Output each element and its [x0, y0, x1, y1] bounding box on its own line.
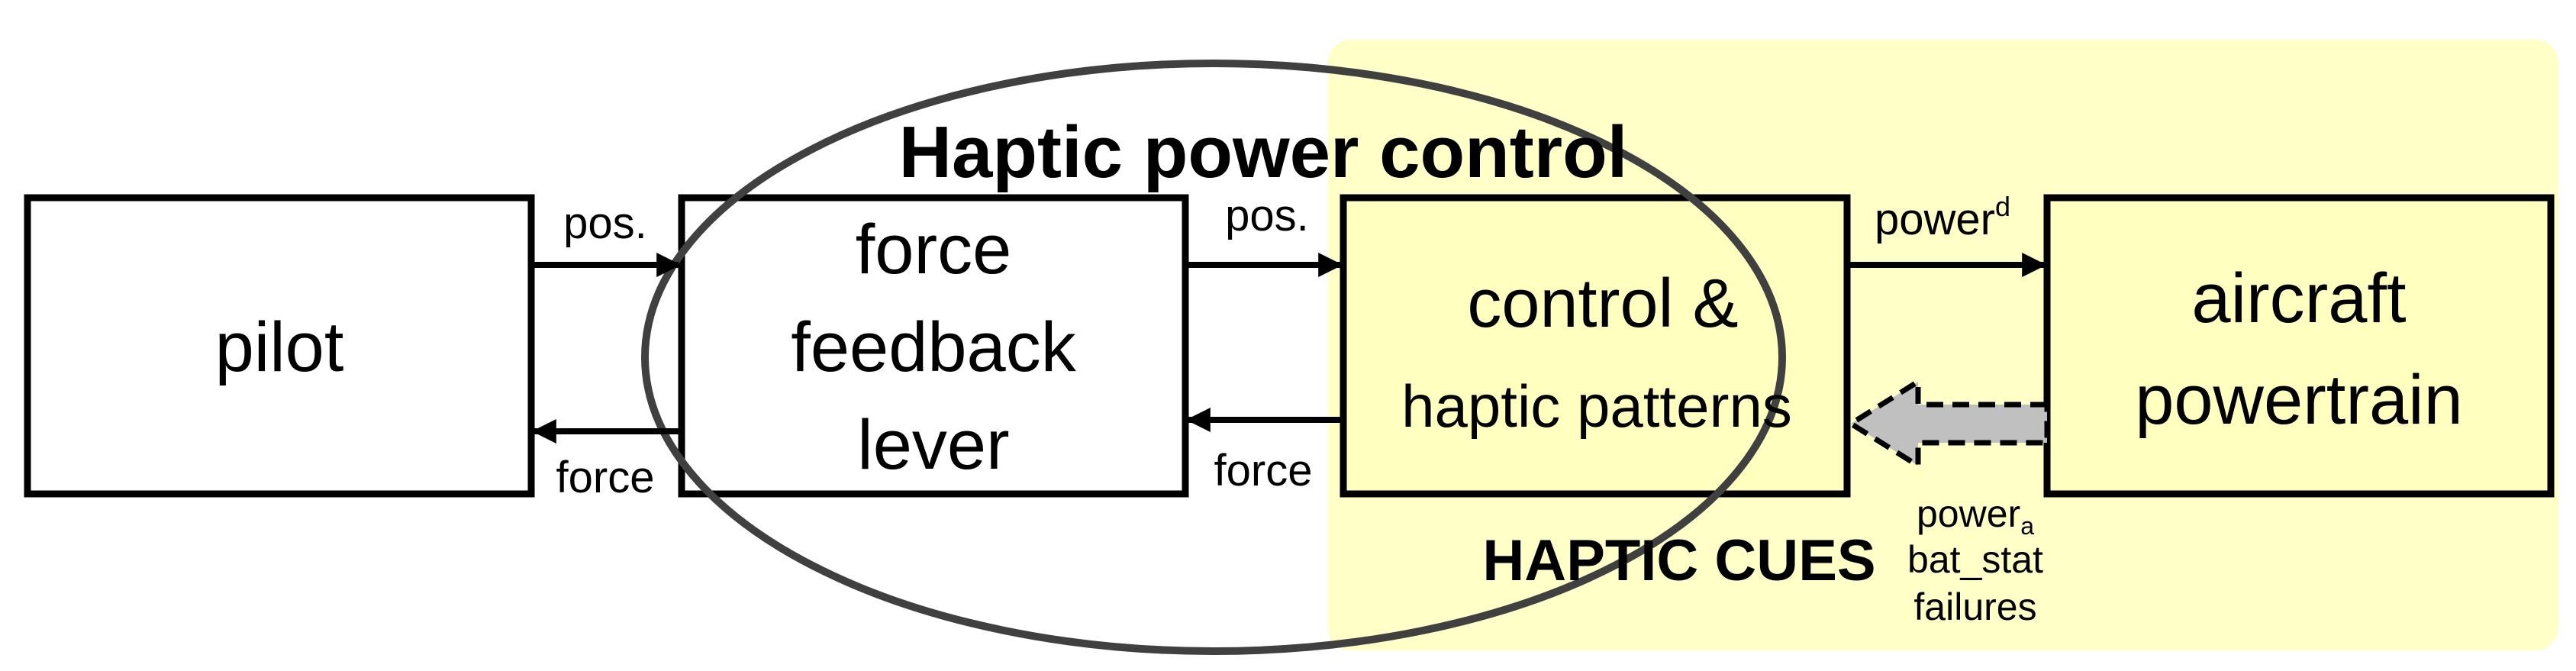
- lever-to-control-pos-label: pos.: [1225, 191, 1309, 240]
- force-feedback-lever-block: [678, 194, 1189, 498]
- lever-label-line-1: force: [856, 211, 1012, 289]
- pilot-block: [24, 194, 535, 498]
- aircraft-label-line-2: powertrain: [2135, 361, 2463, 439]
- failures-label: failures: [1913, 586, 2036, 628]
- control-label-line-1: control &: [1467, 266, 1738, 342]
- control-label-line-2: haptic patterns: [1401, 373, 1792, 440]
- lever-label-line-2: feedback: [791, 308, 1076, 386]
- haptic-cues-region: [1328, 40, 2558, 650]
- lever-label-line-3: lever: [857, 406, 1009, 484]
- power-actual-label: powera: [1917, 492, 2034, 540]
- aircraft-label-line-1: aircraft: [2191, 260, 2406, 337]
- dashed-block-arrow-left-icon: [1846, 376, 2050, 471]
- control-haptic-patterns-block: [1340, 194, 1851, 498]
- haptic-power-control-ellipse: [641, 60, 1786, 655]
- haptic-cues-label: HAPTIC CUES: [1482, 528, 1875, 593]
- bat-stat-label: bat_stat: [1907, 538, 2043, 581]
- pilot-label: pilot: [215, 308, 344, 386]
- power-demand-label: powerd: [1875, 191, 2010, 244]
- control-to-lever-force-label: force: [1214, 446, 1313, 495]
- aircraft-powertrain-block: [2043, 194, 2555, 498]
- pilot-to-lever-pos-label: pos.: [563, 198, 647, 248]
- lever-to-pilot-force-label: force: [556, 453, 655, 502]
- diagram-title: Haptic power control: [899, 111, 1628, 193]
